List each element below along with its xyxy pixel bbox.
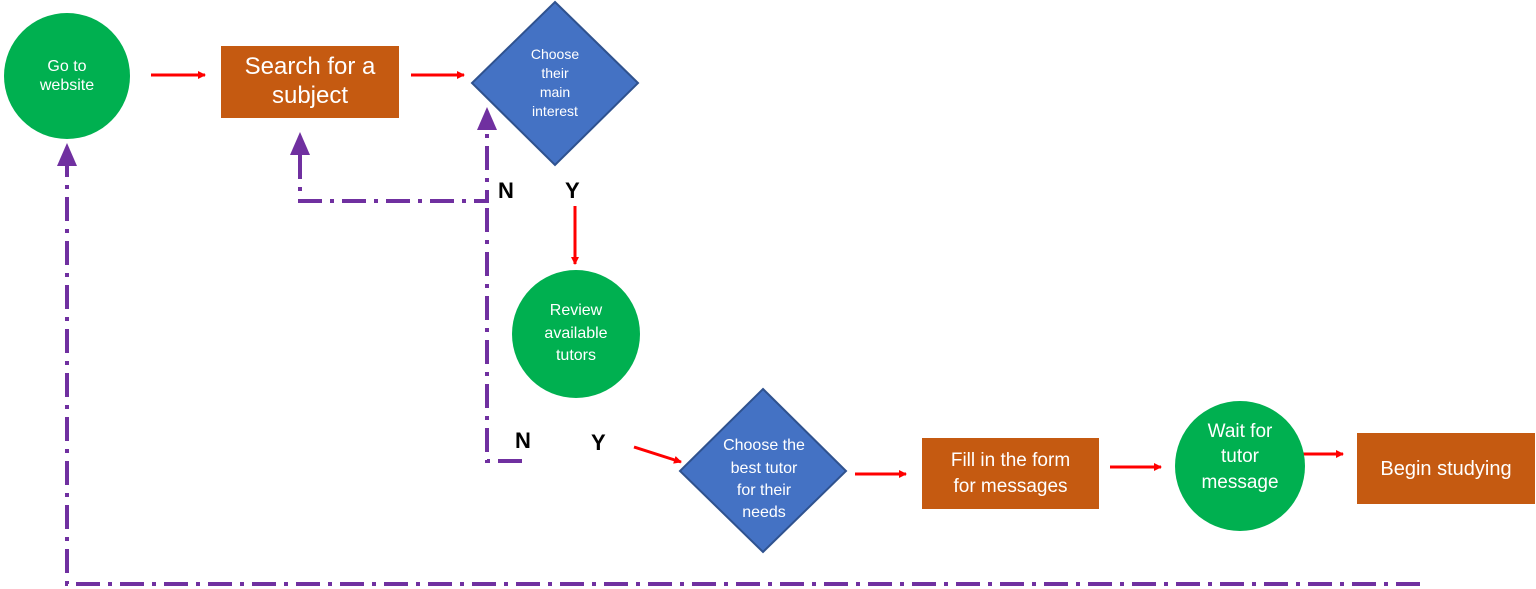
loop-arrowhead-interest [477, 107, 497, 130]
node-review-tutors-shape [512, 270, 640, 398]
node-wait-message-shape [1175, 401, 1305, 531]
loop-arrowhead-website [57, 143, 77, 166]
node-review-tutors-label: Review available tutors [544, 302, 608, 365]
node-search-subject-label: Search for a subject [244, 53, 376, 109]
loop-arrowhead-search [290, 132, 310, 155]
loop-line-search [298, 128, 489, 203]
node-wait-message-label: Wait for tutor message [1201, 420, 1279, 493]
node-go-to-website-shape [4, 13, 130, 139]
node-choose-interest-shape [470, 0, 640, 167]
node-choose-best-tutor-label: Choose the best tutor for their needs [723, 437, 805, 522]
loop-line-website [65, 164, 1420, 586]
node-go-to-website-label: Go to website [39, 57, 95, 94]
branch-interest-no: N [498, 178, 514, 203]
loop-line-interest [485, 201, 522, 463]
node-begin-studying-shape [1357, 433, 1535, 504]
branch-tutor-no: N [515, 428, 531, 453]
node-fill-form-label: Fill in the form for messages [950, 449, 1071, 497]
arrow-tutor-yes-to-choose [633, 445, 682, 464]
node-begin-studying-label: Begin studying [1380, 457, 1512, 480]
branch-tutor-yes: Y [591, 430, 606, 455]
node-choose-best-tutor-shape [678, 387, 848, 554]
node-search-subject-shape [221, 46, 399, 118]
branch-interest-yes: Y [565, 178, 580, 203]
node-fill-form-shape [922, 438, 1099, 509]
node-choose-interest-label: Choose their main interest [530, 46, 580, 119]
